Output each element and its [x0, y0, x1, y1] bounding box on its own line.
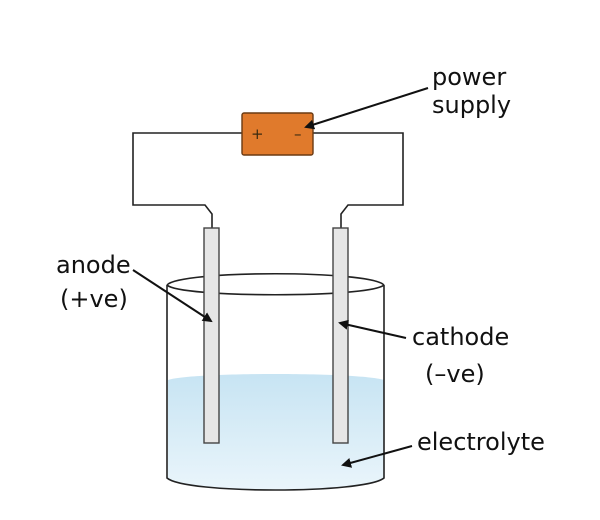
beaker [166, 285, 385, 491]
electrolyte-arrow [341, 445, 413, 468]
plus-symbol: + [251, 125, 264, 143]
electrolyte-liquid [168, 374, 384, 490]
beaker-front-rim [166, 284, 385, 296]
battery [241, 112, 314, 156]
anode-label-line2: (+ve) [60, 285, 128, 313]
anode-label-line1: anode [56, 251, 131, 279]
cathode-electrode [332, 227, 349, 444]
wire-right [313, 132, 404, 228]
power-supply-label-line2: supply [432, 91, 511, 119]
cathode-arrow [338, 319, 407, 339]
power-supply-label-line1: power [432, 63, 506, 91]
power-supply-arrow [304, 87, 429, 130]
cathode-label-line2: (–ve) [425, 360, 485, 388]
electrolyte-label: electrolyte [417, 428, 545, 456]
anode-electrode [203, 227, 220, 444]
wire-left [132, 132, 242, 228]
minus-symbol: – [294, 125, 302, 143]
cathode-label-line1: cathode [412, 323, 509, 351]
beaker-back-rim [166, 272, 385, 286]
anode-arrow [132, 269, 213, 323]
